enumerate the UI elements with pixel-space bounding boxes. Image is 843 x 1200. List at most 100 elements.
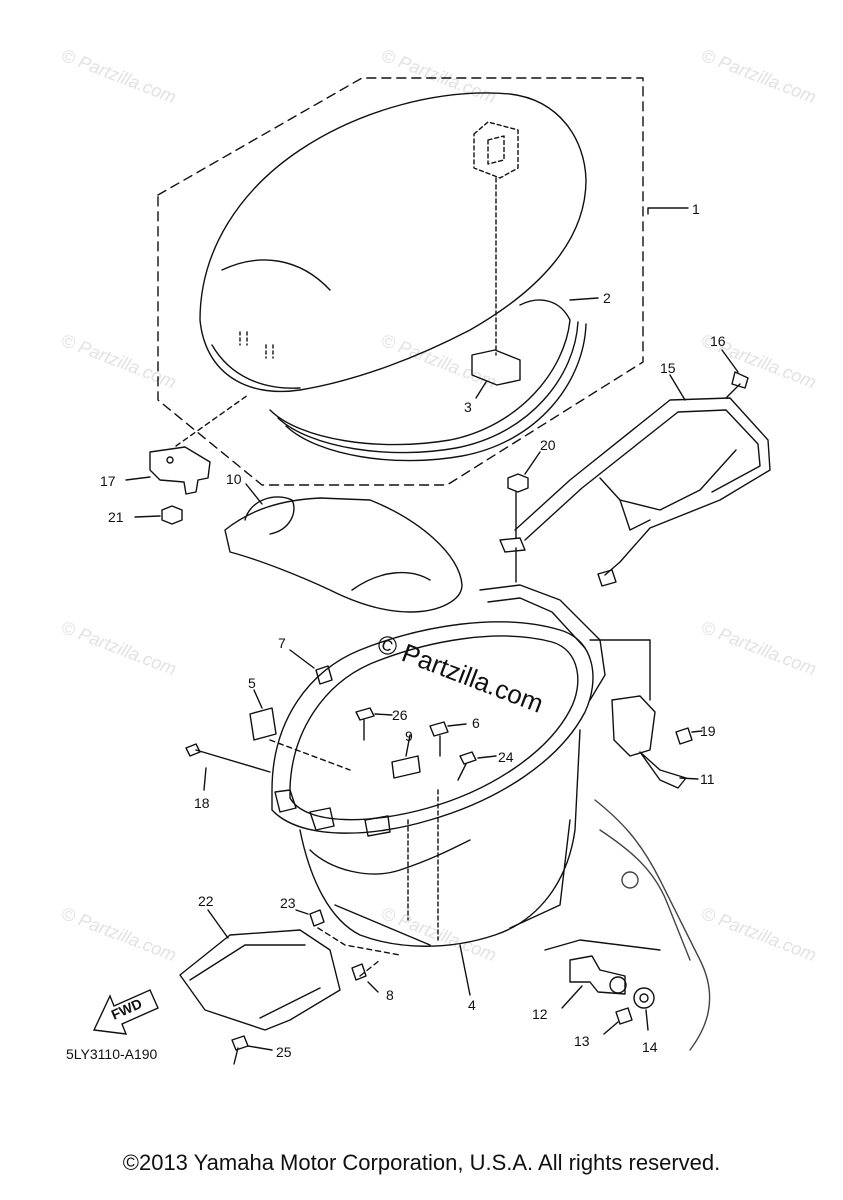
copyright-text: ©2013 Yamaha Motor Corporation, U.S.A. A… bbox=[122, 1150, 721, 1175]
label-part bbox=[391, 755, 421, 779]
washer-hole bbox=[639, 993, 649, 1003]
watermark-text: © Partzilla.com bbox=[59, 45, 179, 107]
screw-part bbox=[457, 751, 477, 781]
storage-box-body-side bbox=[334, 819, 571, 946]
leader-line bbox=[647, 207, 689, 215]
seat-seal-inner bbox=[285, 323, 587, 462]
seat-lock-pin bbox=[473, 121, 519, 179]
part-number-19: 19 bbox=[700, 723, 716, 739]
part-number-22: 22 bbox=[198, 893, 214, 909]
frame-part bbox=[594, 799, 711, 1051]
damper-part bbox=[471, 349, 521, 386]
bolt-part bbox=[429, 721, 449, 757]
leader-line bbox=[295, 909, 309, 915]
leader-line bbox=[447, 723, 467, 727]
part-number-10: 10 bbox=[226, 471, 242, 487]
screw-part bbox=[231, 1035, 249, 1065]
watermark-text: © Partzilla.com bbox=[379, 45, 499, 107]
leader-line bbox=[561, 985, 583, 1009]
nut-part bbox=[507, 473, 529, 493]
leader-line bbox=[203, 767, 207, 791]
diagram-code: 5LY3110-A190 bbox=[66, 1046, 158, 1062]
part-number-16: 16 bbox=[710, 333, 726, 349]
leader-line bbox=[669, 374, 686, 401]
seat-seal bbox=[269, 299, 571, 446]
cover-part bbox=[179, 929, 341, 1031]
part-number-15: 15 bbox=[660, 360, 676, 376]
nut-part bbox=[351, 963, 367, 981]
storage-box-rim bbox=[271, 621, 594, 834]
storage-box-flange bbox=[487, 597, 586, 649]
bolt-part bbox=[675, 727, 693, 745]
frame-part bbox=[599, 829, 691, 961]
washer-part bbox=[633, 987, 655, 1009]
storage-box-clip bbox=[274, 789, 391, 837]
part-number-25: 25 bbox=[276, 1044, 292, 1060]
leader-line bbox=[589, 639, 651, 701]
part-number-12: 12 bbox=[532, 1006, 548, 1022]
part-number-24: 24 bbox=[498, 749, 514, 765]
leader-line bbox=[134, 515, 161, 518]
part-number-18: 18 bbox=[194, 795, 210, 811]
seat-lock-pin-detail bbox=[487, 135, 505, 165]
shaft-part bbox=[185, 743, 271, 773]
hinge-hole bbox=[166, 456, 174, 464]
part-number-8: 8 bbox=[386, 987, 394, 1003]
carrier-rail bbox=[599, 449, 737, 511]
frame-hole bbox=[621, 871, 639, 889]
leader-line bbox=[475, 381, 487, 399]
storage-box-body bbox=[299, 729, 581, 947]
nut-part bbox=[161, 505, 183, 525]
carrier-mount bbox=[597, 569, 617, 587]
seat-cushion-edge bbox=[211, 344, 301, 389]
leader-line bbox=[289, 649, 315, 669]
part-number-3: 3 bbox=[464, 399, 472, 415]
leader-line bbox=[524, 451, 541, 475]
leader-line bbox=[125, 476, 151, 481]
part-number-20: 20 bbox=[540, 437, 556, 453]
leader-line bbox=[721, 349, 739, 373]
watermark-text: © Partzilla.com bbox=[379, 330, 499, 392]
watermark-text: © Partzilla.com bbox=[379, 903, 499, 965]
pad-bump bbox=[244, 496, 295, 535]
key-cylinder-part bbox=[569, 955, 626, 995]
pad-part bbox=[224, 497, 463, 613]
part-number-6: 6 bbox=[472, 715, 480, 731]
seat-hinge-pin bbox=[239, 331, 274, 359]
leader-line bbox=[175, 394, 249, 447]
leader-line bbox=[374, 713, 393, 716]
carrier-frame bbox=[514, 397, 771, 576]
part-number-5: 5 bbox=[248, 675, 256, 691]
seat-lock-part bbox=[611, 695, 656, 757]
leader-line bbox=[247, 1045, 273, 1051]
leader-line bbox=[459, 944, 471, 996]
label-part bbox=[249, 707, 277, 741]
part-number-14: 14 bbox=[642, 1039, 658, 1055]
part-number-26: 26 bbox=[392, 707, 408, 723]
leader-line bbox=[269, 739, 351, 771]
seat-lock-arm bbox=[639, 751, 687, 789]
part-number-21: 21 bbox=[108, 509, 124, 525]
leader-line bbox=[477, 755, 497, 759]
storage-box-flange bbox=[479, 584, 606, 701]
seat-cushion bbox=[199, 92, 587, 393]
carrier-rail bbox=[524, 409, 761, 541]
part-number-17: 17 bbox=[100, 473, 116, 489]
part-number-1: 1 bbox=[692, 201, 700, 217]
pad-recess bbox=[351, 571, 431, 591]
leader-line bbox=[317, 927, 401, 977]
screw-part bbox=[615, 1007, 633, 1025]
seat-seal-inner bbox=[277, 321, 579, 454]
watermark-text: © Partzilla.com bbox=[699, 903, 819, 965]
watermark-text: © Partzilla.com bbox=[59, 617, 179, 679]
cover-detail bbox=[189, 944, 321, 1019]
part-number-4: 4 bbox=[468, 997, 476, 1013]
storage-box-front bbox=[309, 839, 471, 875]
part-number-13: 13 bbox=[574, 1033, 590, 1049]
leader-line bbox=[569, 297, 599, 301]
screw-part bbox=[355, 707, 375, 741]
leader-line bbox=[207, 909, 229, 939]
seat-cushion-seam bbox=[221, 259, 331, 291]
hinge-part bbox=[149, 446, 211, 495]
